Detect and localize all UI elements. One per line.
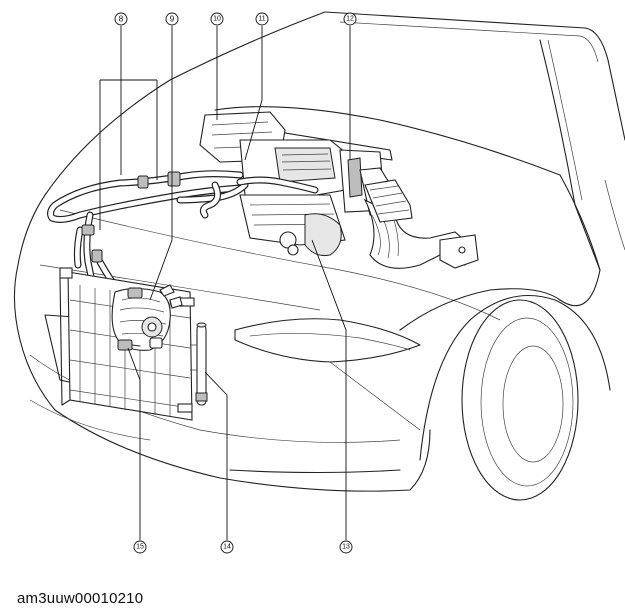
callout-10-number: 10: [213, 16, 221, 23]
callout-14: 14: [220, 540, 234, 554]
callout-12-number: 12: [346, 16, 354, 23]
callout-11-number: 11: [258, 16, 265, 23]
callout-8-number: 8: [119, 15, 124, 24]
callout-12: 12: [343, 12, 357, 26]
document-code: am3uuw00010210: [17, 590, 144, 607]
callout-10: 10: [210, 12, 224, 26]
callout-15-number: 15: [136, 544, 144, 551]
callout-9-number: 9: [170, 15, 175, 24]
compressor: [111, 284, 183, 351]
callout-14-number: 14: [223, 544, 231, 551]
hvac-unit: [199, 111, 479, 269]
callout-15: 15: [133, 540, 147, 554]
car-body-outline: [13, 11, 625, 501]
callout-13-number: 13: [342, 544, 350, 551]
condenser-fitting: [117, 339, 141, 351]
callout-8: 8: [114, 12, 128, 26]
callout-13: 13: [339, 540, 353, 554]
leader-lines: [99, 26, 351, 540]
callout-11: 11: [255, 12, 269, 26]
receiver-drier: [190, 322, 208, 406]
callout-9: 9: [165, 12, 179, 26]
